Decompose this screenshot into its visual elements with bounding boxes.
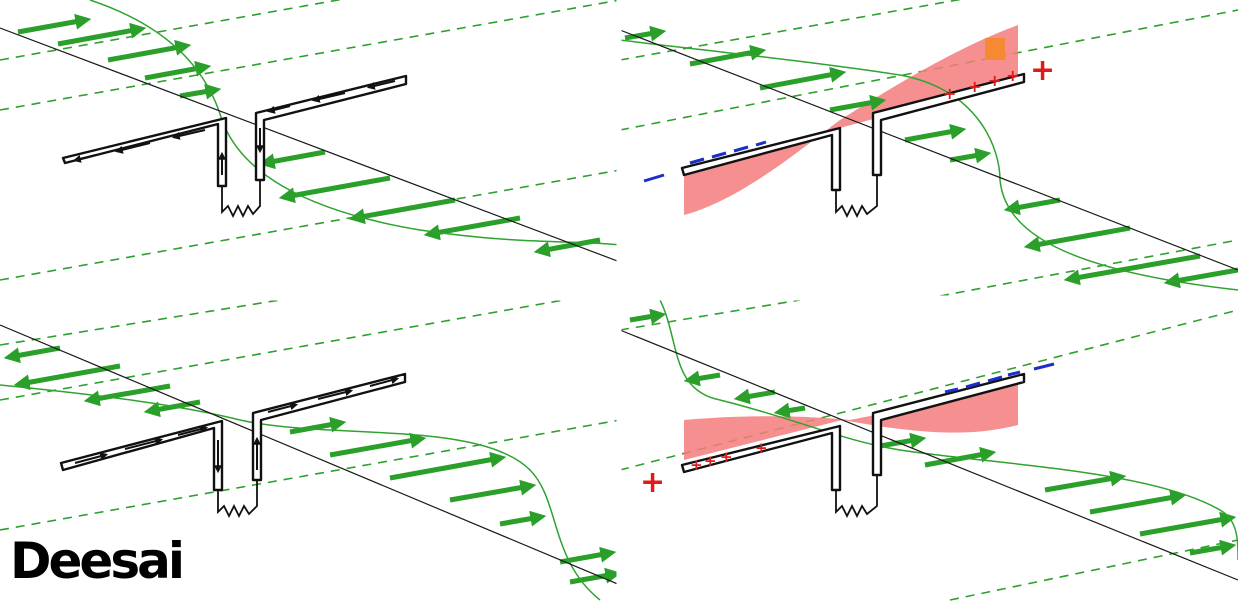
plus-sign-large: + bbox=[1030, 53, 1055, 88]
panel-top-left bbox=[0, 0, 619, 281]
panel-top-right: + + + + + bbox=[619, 0, 1238, 296]
feed-resistor bbox=[221, 180, 261, 219]
plus-sign: + bbox=[943, 84, 956, 103]
dashed-guides bbox=[0, 0, 619, 281]
plus-sign: + bbox=[968, 77, 981, 96]
charge-highlight bbox=[985, 38, 1005, 60]
current-arrows bbox=[74, 376, 400, 474]
dashed-guides bbox=[619, 0, 1238, 296]
plus-sign: + bbox=[1006, 66, 1019, 85]
dashed-guides bbox=[619, 300, 1238, 601]
field-arrows bbox=[629, 308, 1237, 556]
plus-sign: + bbox=[704, 452, 717, 470]
feed-resistor bbox=[835, 175, 878, 219]
field-arrows bbox=[17, 13, 601, 258]
plus-sign: + bbox=[988, 71, 1001, 90]
negative-charges bbox=[643, 140, 767, 183]
positive-charges: + + + + + bbox=[943, 53, 1055, 103]
feed-resistor bbox=[835, 475, 878, 519]
field-wave bbox=[659, 300, 1238, 561]
dipole-conductor bbox=[680, 372, 1026, 492]
field-wave bbox=[619, 39, 1238, 291]
field-arrows bbox=[3, 345, 619, 585]
panel-bottom-right: + + + + + bbox=[619, 300, 1238, 601]
dipole-conductor bbox=[680, 72, 1026, 192]
propagation-axis bbox=[619, 329, 1238, 581]
feed-resistor bbox=[217, 480, 258, 519]
plus-sign: + bbox=[720, 448, 733, 466]
positive-charges: + + + + + bbox=[640, 439, 768, 500]
dashed-guides bbox=[0, 300, 619, 531]
propagation-axis bbox=[0, 27, 619, 263]
plus-sign-large: + bbox=[640, 465, 665, 500]
charge-distribution bbox=[684, 380, 1018, 460]
logo: Deesai bbox=[10, 532, 185, 590]
field-wave bbox=[0, 384, 601, 601]
dipole-conductor bbox=[61, 74, 408, 188]
plus-sign: + bbox=[755, 439, 768, 457]
propagation-axis bbox=[0, 324, 619, 586]
plus-sign: + bbox=[690, 456, 703, 474]
panel-bottom-left bbox=[0, 300, 619, 601]
propagation-axis bbox=[619, 29, 1238, 271]
field-wave bbox=[89, 0, 619, 246]
current-arrows bbox=[72, 80, 396, 175]
negative-charges bbox=[944, 362, 1055, 394]
